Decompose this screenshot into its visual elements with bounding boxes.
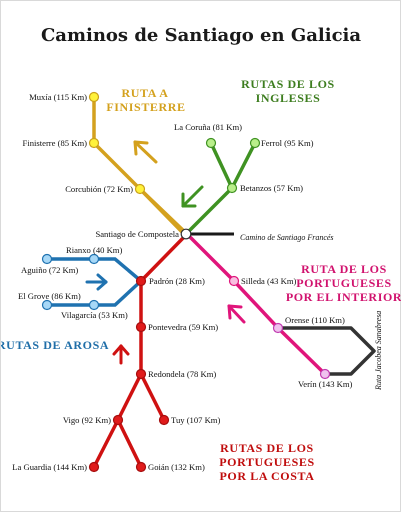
label-verin: Verín (143 Km) bbox=[298, 379, 353, 389]
route-title-interior: RUTA DE LOS PORTUGUESES POR EL INTERIOR bbox=[286, 262, 401, 304]
label-camino-frances: Camino de Santiago Francés bbox=[240, 233, 334, 242]
arrow-costa-icon bbox=[112, 344, 130, 365]
label-sanabresa: Ruta Jacobea Sanabresa bbox=[374, 311, 383, 391]
route-finisterre bbox=[92, 95, 189, 236]
label-coruna: La Coruña (81 Km) bbox=[174, 122, 242, 132]
stop-rianxo[interactable] bbox=[88, 253, 100, 265]
label-goian: Goián (132 Km) bbox=[148, 462, 205, 472]
stop-elgrove[interactable] bbox=[41, 299, 53, 311]
stop-aguino[interactable] bbox=[41, 253, 53, 265]
stop-ferrol[interactable] bbox=[249, 137, 261, 149]
route-title-finisterre: RUTA A FINISTERRE bbox=[106, 86, 185, 114]
label-ferrol: Ferrol (95 Km) bbox=[261, 138, 314, 148]
stop-tuy[interactable] bbox=[158, 414, 170, 426]
route-title-arosa-line1: RUTAS DE AROSA bbox=[1, 338, 109, 352]
arrow-finisterre-icon bbox=[133, 140, 158, 164]
stop-goian[interactable] bbox=[135, 461, 147, 473]
label-tuy: Tuy (107 Km) bbox=[171, 415, 220, 425]
label-betanzos: Betanzos (57 Km) bbox=[240, 183, 303, 193]
arrow-ingleses-icon bbox=[181, 185, 204, 208]
route-title-finisterre-line1: RUTA A bbox=[121, 86, 168, 100]
route-title-costa-line2: PORTUGUESES bbox=[219, 455, 315, 469]
label-vilagarcia: Vilagarcía (53 Km) bbox=[61, 310, 128, 320]
arrow-interior-icon bbox=[227, 304, 246, 324]
label-aguino: Aguiño (72 Km) bbox=[21, 265, 78, 275]
route-title-ingleses: RUTAS DE LOS INGLESES bbox=[241, 77, 335, 105]
route-title-arosa: RUTAS DE AROSA bbox=[1, 338, 109, 352]
stop-padron[interactable] bbox=[135, 275, 147, 287]
route-interior-line bbox=[185, 232, 327, 376]
stop-pontevedra[interactable] bbox=[135, 321, 147, 333]
route-title-costa-line1: RUTAS DE LOS bbox=[220, 441, 314, 455]
stop-betanzos[interactable] bbox=[226, 182, 238, 194]
label-corcubion: Corcubión (72 Km) bbox=[65, 184, 133, 194]
label-la-guardia: La Guardia (144 Km) bbox=[12, 462, 87, 472]
route-title-ingleses-line2: INGLESES bbox=[256, 91, 321, 105]
stop-orense[interactable] bbox=[272, 322, 284, 334]
arrow-arosa-icon bbox=[85, 273, 108, 291]
stop-coruna[interactable] bbox=[205, 137, 217, 149]
label-muxia: Muxía (115 Km) bbox=[29, 92, 87, 102]
label-silleda: Silleda (43 Km) bbox=[241, 276, 297, 286]
label-rianxo: Rianxo (40 Km) bbox=[66, 245, 122, 255]
stop-finisterre[interactable] bbox=[88, 137, 100, 149]
route-arosa bbox=[45, 257, 143, 307]
stop-verin[interactable] bbox=[319, 368, 331, 380]
route-title-costa-line3: POR LA COSTA bbox=[220, 469, 315, 483]
label-santiago: Santiago de Compostela bbox=[95, 229, 179, 239]
stop-vilagarcia[interactable] bbox=[88, 299, 100, 311]
stop-silleda[interactable] bbox=[228, 275, 240, 287]
stop-santiago[interactable] bbox=[180, 228, 192, 240]
label-elgrove: El Grove (86 Km) bbox=[18, 291, 81, 301]
label-finisterre: Finisterre (85 Km) bbox=[23, 138, 88, 148]
route-title-interior-line3: POR EL INTERIOR bbox=[286, 290, 401, 304]
label-padron: Padrón (28 Km) bbox=[149, 276, 205, 286]
label-redondela: Redondela (78 Km) bbox=[148, 369, 216, 379]
label-pontevedra: Pontevedra (59 Km) bbox=[148, 322, 218, 332]
stop-la-guardia[interactable] bbox=[88, 461, 100, 473]
stop-vigo[interactable] bbox=[112, 414, 124, 426]
route-title-costa: RUTAS DE LOS PORTUGUESES POR LA COSTA bbox=[219, 441, 315, 483]
stop-corcubion[interactable] bbox=[134, 183, 146, 195]
route-title-interior-line2: PORTUGUESES bbox=[296, 276, 392, 290]
stop-redondela[interactable] bbox=[135, 368, 147, 380]
route-title-interior-line1: RUTA DE LOS bbox=[301, 262, 387, 276]
stop-muxia[interactable] bbox=[88, 91, 100, 103]
label-vigo: Vigo (92 Km) bbox=[63, 415, 111, 425]
route-title-finisterre-line2: FINISTERRE bbox=[106, 100, 185, 114]
route-sanabresa-line bbox=[278, 326, 376, 376]
route-title-ingleses-line1: RUTAS DE LOS bbox=[241, 77, 335, 91]
label-orense: Orense (110 Km) bbox=[285, 315, 345, 325]
map-title: Caminos de Santiago en Galicia bbox=[41, 25, 361, 46]
